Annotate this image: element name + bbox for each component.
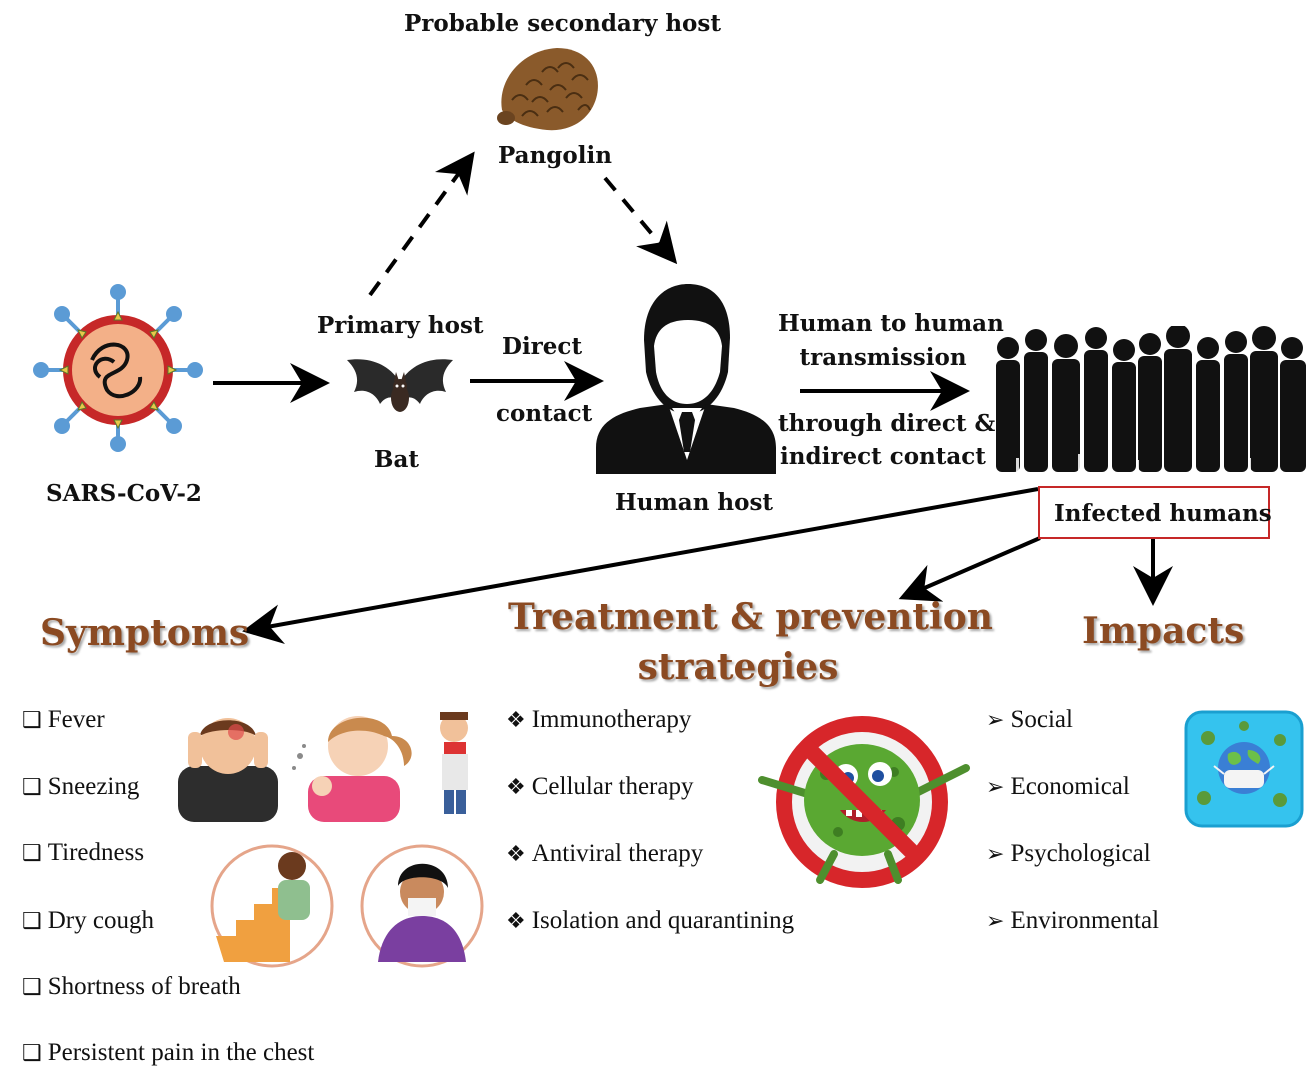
arrow-pangolin-to-human: [603, 176, 678, 265]
transmission-line1: Human to human: [778, 310, 1004, 337]
impacts-heading: Impacts: [1082, 610, 1245, 652]
virus-icon: [33, 284, 203, 452]
symptom-item: ❑Sneezing: [22, 773, 140, 800]
bat-icon: [347, 359, 453, 412]
treatment-item: ❖Cellular therapy: [506, 773, 694, 800]
impact-item: ➢Psychological: [986, 840, 1151, 867]
transmission-line2: transmission: [799, 344, 967, 371]
bat-label: Bat: [374, 446, 419, 473]
arrow-to-treatment: [898, 536, 1041, 602]
impact-item: ➢Economical: [986, 773, 1130, 800]
human-host-label: Human host: [615, 489, 774, 516]
symptoms-heading: Symptoms: [40, 612, 250, 654]
symptom-item: ❑Fever: [22, 706, 105, 733]
symptom-item: ❑Shortness of breath: [22, 973, 241, 1000]
human-host-icon: [596, 284, 776, 474]
contact-line2: indirect contact: [780, 443, 986, 470]
contact-label: contact: [496, 400, 593, 427]
treatment-item: ❖Immunotherapy: [506, 706, 692, 733]
symptom-item: ❑Persistent pain in the chest: [22, 1039, 315, 1066]
direct-label: Direct: [502, 333, 583, 360]
infected-humans-label: Infected humans: [1054, 500, 1272, 527]
symptom-item: ❑Dry cough: [22, 907, 154, 934]
impact-item: ➢Environmental: [986, 907, 1160, 934]
treatment-heading-line1: Treatment & prevention: [508, 596, 993, 638]
masked-earth-icon: [1184, 710, 1304, 828]
crowd-icon: [996, 326, 1306, 472]
virus-label: SARS-CoV-2: [46, 480, 202, 507]
arrow-to-symptoms: [242, 487, 1039, 645]
treatment-item: ❖Isolation and quarantining: [506, 907, 795, 934]
symptom-illustration-icon: [178, 712, 484, 968]
primary-host-title: Primary host: [317, 312, 484, 339]
treatment-heading-line2: strategies: [637, 646, 839, 688]
symptom-item: ❑Tiredness: [22, 839, 145, 866]
pangolin-icon: [497, 48, 598, 131]
virus-prohibited-icon: [758, 716, 970, 888]
treatment-item: ❖Antiviral therapy: [506, 840, 704, 867]
impact-item: ➢Social: [986, 706, 1073, 733]
secondary-host-title: Probable secondary host: [404, 10, 721, 37]
infected-humans-box: Infected humans: [1038, 486, 1272, 539]
arrow-bat-to-pangolin: [368, 151, 475, 297]
contact-line1: through direct &: [778, 410, 996, 437]
pangolin-label: Pangolin: [498, 142, 612, 169]
